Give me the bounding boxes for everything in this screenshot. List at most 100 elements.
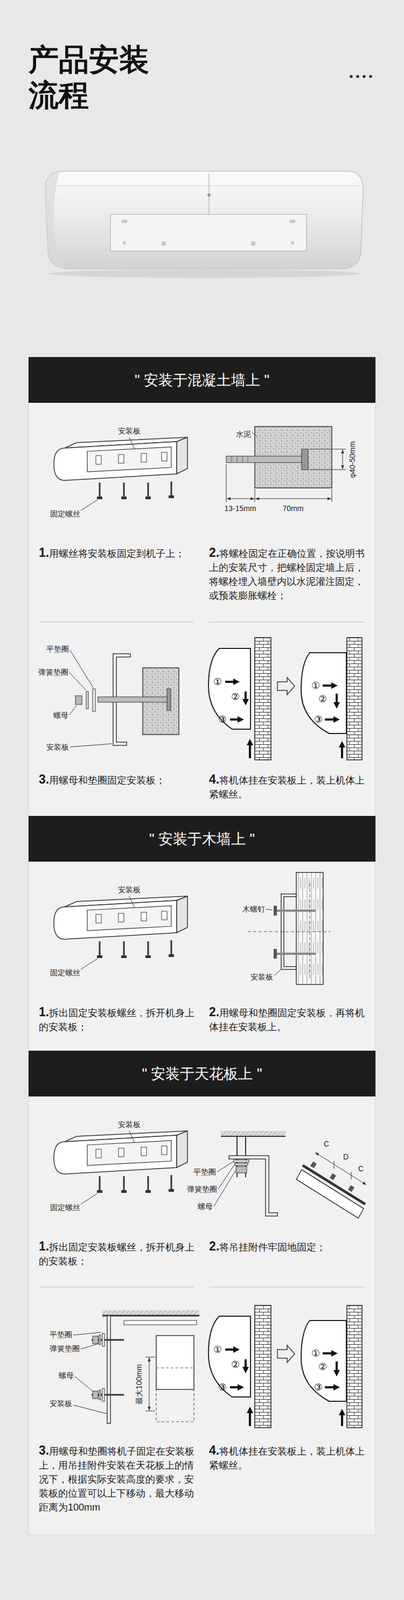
concrete-bolt-figure-part-part — [309, 449, 346, 450]
ceiling-adjust-figure-part-part — [80, 1343, 99, 1350]
ceiling-adjust-figure-part — [99, 1335, 101, 1346]
ceiling-hanger-figure — [213, 1131, 367, 1219]
callout-number: ② — [231, 691, 240, 703]
air-curtain-product — [45, 171, 364, 278]
concrete-bolt-figure-part-part — [255, 498, 332, 500]
air-curtain-product-part — [48, 269, 361, 278]
part-label: 固定螺丝 — [49, 509, 81, 519]
part-label: D — [342, 1152, 350, 1162]
callout-number: ③ — [314, 1382, 323, 1393]
step-text: 3.用螺母和垫圈固定安装板； — [38, 772, 195, 788]
ceiling-adjust-figure-part — [92, 1391, 99, 1399]
section-band: " 安装于天花板上 " — [28, 1050, 376, 1097]
part-label: 安装板 — [249, 972, 274, 982]
air-curtain-product-part — [207, 193, 211, 197]
section-heading: " 安装于天花板上 " — [141, 1064, 262, 1084]
ceiling-adjust-figure-part — [102, 1333, 105, 1347]
step-text: 2.将吊挂附件牢固地固定； — [209, 1239, 366, 1255]
wood-wall-figure-part — [266, 909, 273, 911]
unit-with-plate — [53, 437, 188, 511]
step-text: 2.将螺栓固定在正确位置，按说明书上的安装尺寸，把螺栓固定墙上后，将螺栓埋入墙壁… — [209, 545, 366, 603]
ceiling-hanger-figure-part — [235, 1166, 247, 1174]
callout-number: ② — [318, 1361, 327, 1373]
washer-nut-figure-part — [166, 688, 171, 711]
hang-unit-steps — [208, 1305, 362, 1429]
content-panel-part — [40, 622, 366, 1288]
step-text: 1.拆出固定安装板螺丝，拆开机身上的安装板； — [38, 1005, 195, 1035]
wood-wall-figure-part — [309, 883, 311, 981]
ceiling-adjust-figure-part — [102, 1310, 200, 1316]
section-band: " 安装于木墙上 " — [28, 816, 376, 862]
part-label: C — [323, 1139, 330, 1149]
callout-number: ① — [311, 1348, 320, 1360]
ceiling-adjust-figure-part — [156, 1368, 194, 1423]
callout-number: ② — [318, 693, 327, 705]
ceiling-hanger-figure-part-part — [315, 1152, 367, 1186]
page-title: 产品安装 流程 — [28, 42, 164, 114]
callout-number: ③ — [218, 1382, 227, 1393]
part-label: 安装板 — [117, 1120, 142, 1130]
washer-nut-figure-part — [92, 688, 96, 712]
part-label: 弹簧垫圈 — [37, 667, 69, 678]
part-label: 安装板 — [45, 742, 70, 752]
part-label: 螺母 — [197, 1202, 214, 1212]
ceiling-adjust-figure-part — [73, 1332, 156, 1414]
ceiling-adjust-figure-part-part — [74, 1376, 94, 1392]
ceiling-adjust-figure-part — [102, 1315, 200, 1318]
ceiling-adjust-figure-part — [92, 1336, 99, 1344]
step-text: 1.用螺丝将安装板固定到机子上； — [38, 545, 195, 561]
part-label: 水泥 — [235, 429, 252, 440]
part-label: 弹簧垫圈 — [186, 1185, 218, 1195]
air-curtain-product-part — [45, 171, 364, 269]
ceiling-adjust-figure-part — [123, 1320, 197, 1326]
part-label: 平垫圈 — [45, 644, 70, 654]
ceiling-hanger-figure-part — [220, 1131, 286, 1137]
wood-wall-figure-part — [247, 931, 331, 933]
ceiling-adjust-figure-part-part — [149, 1357, 150, 1411]
ceiling-hanger-figure-part — [302, 1165, 366, 1205]
concrete-bolt-figure-part-part — [226, 498, 255, 500]
section-heading: " 安装于木墙上 " — [149, 830, 255, 849]
washer-nut-figure-part-part — [69, 705, 77, 715]
part-label: 固定螺丝 — [49, 968, 81, 978]
dimension-label: φ40-50mm — [347, 440, 358, 479]
step-text: 1.拆出固定安装板螺丝，拆开机身上的安装板； — [38, 1239, 195, 1269]
ceiling-hanger-figure-part — [329, 1173, 337, 1181]
ceiling-adjust-figure-part-part — [145, 1411, 156, 1412]
air-curtain-product-part — [251, 241, 256, 246]
ceiling-hanger-figure-part — [213, 1161, 236, 1207]
wood-wall-figure — [247, 872, 331, 985]
concrete-bolt-figure-part-part — [309, 469, 346, 471]
title-dots-part — [368, 74, 372, 78]
washer-nut-figure-part — [98, 697, 169, 703]
ceiling-hanger-figure-part — [315, 1152, 367, 1186]
part-label: 固定螺丝 — [49, 1203, 81, 1213]
concrete-bolt-figure-part — [252, 432, 258, 437]
concrete-bolt-figure-part — [231, 456, 248, 463]
air-curtain-product-part — [122, 241, 127, 245]
air-curtain-product-part — [121, 219, 128, 224]
part-label: 螺母 — [52, 711, 69, 721]
washer-nut-figure-part-part — [70, 743, 113, 748]
callout-number: ① — [213, 1344, 222, 1356]
ceiling-hanger-figure-part — [347, 1185, 355, 1193]
washer-nut-figure-part — [75, 695, 82, 705]
wood-wall-figure-part — [296, 872, 324, 985]
hang-unit-steps — [208, 637, 362, 761]
dimension-label: 70mm — [282, 504, 305, 514]
air-curtain-product-part — [290, 241, 295, 245]
washer-nut-figure-part — [86, 691, 89, 709]
content-panel — [28, 357, 376, 1536]
air-curtain-product-part — [49, 185, 361, 187]
unit-with-plate — [53, 896, 188, 970]
title-dots-part — [362, 74, 366, 78]
ceiling-adjust-figure — [73, 1310, 200, 1424]
washer-nut-figure-part-part — [69, 672, 87, 691]
washer-nut-figure-part-part — [70, 650, 94, 688]
wood-wall-figure-part — [273, 949, 277, 959]
step-text: 2.用螺母和垫圈固定安装板，再将机体挂在安装板上。 — [209, 1005, 366, 1035]
part-label: 螺母 — [58, 1371, 75, 1381]
content-panel-part-part — [209, 1287, 366, 1288]
